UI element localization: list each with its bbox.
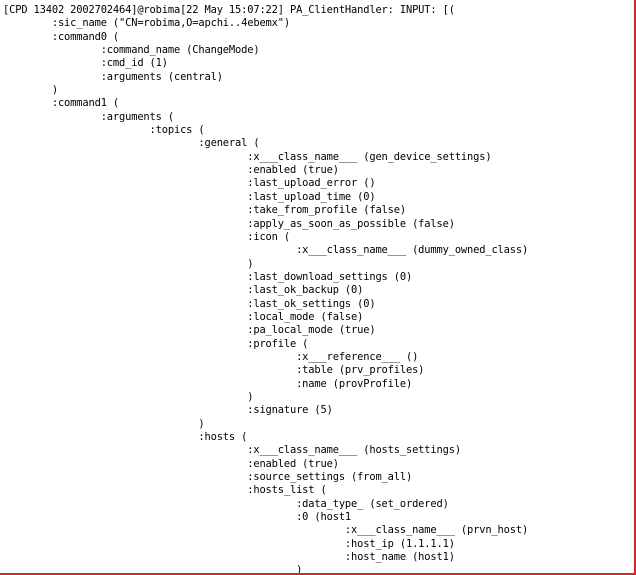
right-edge-accent <box>634 0 636 575</box>
log-line: :data_type_ (set_ordered) <box>3 497 449 510</box>
log-line: :sic_name ("CN=robima,O=apchi..4ebemx") <box>3 17 290 30</box>
log-line: :general ( <box>3 137 260 150</box>
log-line: [CPD 13402 2002702464]@robima[22 May 15:… <box>3 4 455 16</box>
log-line: :command0 ( <box>3 30 120 43</box>
log-line: :cmd_id (1) <box>3 57 168 70</box>
log-line: ) <box>3 417 205 430</box>
log-line: :enabled (true) <box>3 164 339 177</box>
log-line: ) <box>3 84 58 97</box>
log-line: :x___class_name___ (prvn_host) <box>3 524 529 537</box>
log-line: :icon ( <box>3 230 290 243</box>
log-line: :last_download_settings (0) <box>3 270 413 283</box>
log-line: :arguments (central) <box>3 70 223 83</box>
log-line: :source_settings (from_all) <box>3 471 413 484</box>
log-line: :topics ( <box>3 124 205 137</box>
bottom-edge-accent <box>0 573 636 575</box>
log-line: :x___class_name___ (gen_device_settings) <box>3 150 492 163</box>
log-line: :enabled (true) <box>3 457 339 470</box>
log-line: :last_ok_backup (0) <box>3 284 364 297</box>
log-line: :pa_local_mode (true) <box>3 324 376 337</box>
log-line: :host_ip (1.1.1.1) <box>3 537 455 550</box>
log-line: :command_name (ChangeMode) <box>3 44 260 57</box>
log-line: :x___class_name___ (hosts_settings) <box>3 444 461 457</box>
log-line: :x___class_name___ (dummy_owned_class) <box>3 244 529 257</box>
log-line: :last_upload_error () <box>3 177 376 190</box>
log-line: :apply_as_soon_as_possible (false) <box>3 217 455 230</box>
log-line: :hosts_list ( <box>3 484 327 497</box>
log-line: :command1 ( <box>3 97 120 110</box>
log-line: :hosts ( <box>3 431 248 443</box>
log-line: :last_upload_time (0) <box>3 190 376 203</box>
log-line: :table (prv_profiles) <box>3 364 425 377</box>
log-line: :host_name (host1) <box>3 551 455 564</box>
log-line: :0 (host1 <box>3 511 352 524</box>
log-line: :last_ok_settings (0) <box>3 297 376 310</box>
log-line: :take_from_profile (false) <box>3 204 406 217</box>
log-line: :arguments ( <box>3 110 174 123</box>
log-line: :x___reference___ () <box>3 350 419 363</box>
log-line: ) <box>3 390 254 403</box>
log-line: :signature (5) <box>3 404 333 417</box>
log-line: :profile ( <box>3 337 309 350</box>
log-line: :local_mode (false) <box>3 310 364 323</box>
log-text: [CPD 13402 2002702464]@robima[22 May 15:… <box>3 4 528 575</box>
log-line: ) <box>3 257 254 270</box>
log-line: :name (provProfile) <box>3 377 413 390</box>
log-line: ) <box>3 564 303 575</box>
